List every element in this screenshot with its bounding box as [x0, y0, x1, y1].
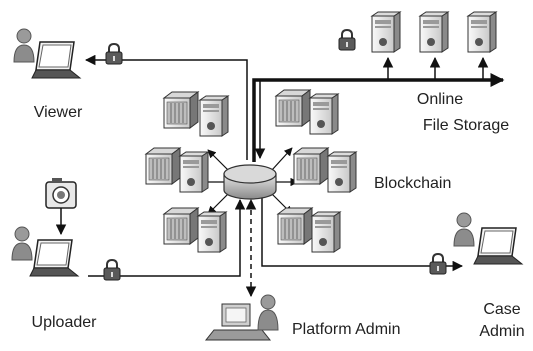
case-admin-label-line1: Case [483, 301, 520, 318]
blockchain-rack-icon-6 [277, 207, 313, 245]
camera-icon [45, 178, 77, 209]
storage-label-line1: Online [417, 91, 463, 108]
blockchain-rack-icon-2 [145, 147, 181, 185]
uploader-node: Uploader [11, 178, 121, 331]
blockchain-server-icon-5 [327, 151, 357, 193]
workstation-icon [204, 294, 279, 341]
database-hub-icon [223, 164, 277, 200]
blockchain-rack-icon-1 [163, 91, 199, 129]
viewer-person-icon [13, 28, 35, 63]
storage-server-icon-2 [419, 11, 449, 53]
blockchain-server-icon-2 [179, 151, 209, 193]
uploader-to-hub-line [88, 198, 246, 277]
uploader-person-icon [11, 226, 33, 261]
storage-label-line2: File Storage [423, 117, 509, 134]
hub-to-viewer-line [84, 54, 248, 160]
connectors [84, 54, 505, 298]
blockchain-server-icon-6 [311, 211, 341, 253]
blockchain-server-icon-4 [309, 93, 339, 135]
case-admin-laptop-icon [473, 227, 523, 265]
case-admin-person-icon [453, 212, 475, 247]
viewer-label: Viewer [34, 104, 83, 121]
blockchain-server-icon-1 [199, 95, 229, 137]
blockchain-label: Blockchain [374, 175, 451, 192]
viewer-node: Viewer [13, 28, 123, 121]
online-file-storage: Online File Storage [338, 11, 509, 134]
uploader-lock-icon [103, 259, 121, 281]
case-admin-lock-icon [429, 253, 447, 275]
viewer-laptop-icon [31, 41, 81, 79]
hub-to-case-admin-line [261, 198, 464, 272]
blockchain-rack-icon-5 [293, 147, 329, 185]
storage-lock-icon [338, 29, 356, 51]
storage-server-icon-1 [371, 11, 401, 53]
viewer-lock-icon [105, 43, 123, 65]
uploader-laptop-icon [29, 239, 79, 277]
blockchain-server-icon-3 [197, 211, 227, 253]
blockchain-cluster: Blockchain [145, 89, 451, 253]
blockchain-rack-icon-4 [275, 89, 311, 127]
case-admin-label-line2: Admin [479, 323, 524, 340]
blockchain-rack-icon-3 [163, 207, 199, 245]
case-admin-node: Case Admin [429, 212, 525, 340]
uploader-label: Uploader [32, 314, 98, 331]
platform-admin-label: Platform Admin [292, 321, 400, 338]
storage-trunk-line [252, 73, 505, 162]
platform-admin-node: Platform Admin [204, 294, 400, 341]
storage-server-icon-3 [467, 11, 497, 53]
